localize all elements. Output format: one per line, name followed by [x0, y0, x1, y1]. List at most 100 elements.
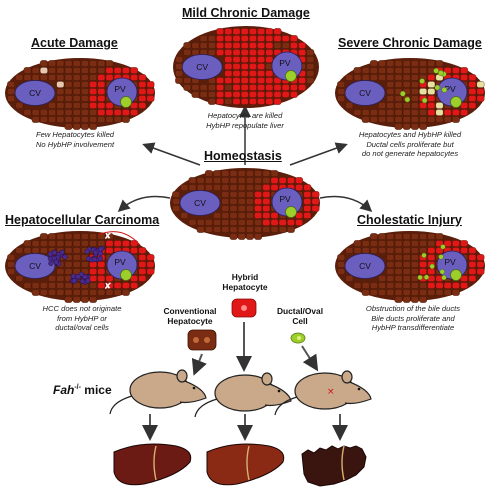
central-vein-label: CV	[29, 261, 41, 271]
hepatocyte	[64, 109, 73, 116]
hepatocyte	[205, 219, 213, 226]
ductal-cell	[439, 269, 445, 275]
hepatocyte	[306, 63, 315, 70]
hepatocyte	[427, 116, 436, 123]
hepatocyte	[213, 184, 221, 191]
hepatocyte	[402, 275, 411, 282]
hepatocyte	[48, 60, 56, 67]
hepatocyte	[240, 56, 249, 63]
hepatocyte	[48, 74, 56, 81]
hepatocyte	[273, 84, 282, 91]
hepatocyte	[427, 95, 436, 102]
blocked-mark: ✘	[104, 282, 112, 292]
hepatocyte	[64, 81, 73, 88]
hepatocyte	[232, 28, 241, 35]
hepatocyte	[105, 74, 114, 81]
hepatocyte	[208, 98, 216, 105]
hepatocyte	[452, 67, 460, 74]
hepatocyte	[191, 42, 200, 49]
hcc-cell	[82, 274, 88, 280]
hepatocyte	[468, 95, 477, 102]
hepatocyte	[72, 289, 81, 296]
hepatocyte	[31, 116, 40, 123]
hepatocyte	[443, 282, 452, 289]
hepatocyte	[199, 42, 208, 49]
caption-line: Ductal cells proliferate but	[366, 139, 454, 149]
hepatocyte	[246, 226, 254, 233]
caption-line: ductal/oval cells	[55, 323, 109, 333]
hepatocyte	[361, 116, 370, 123]
hepatocyte	[89, 275, 97, 282]
hepatocyte	[290, 91, 298, 98]
hepatocyte	[213, 177, 221, 184]
hepatocyte	[295, 219, 303, 226]
hepatocyte	[278, 177, 287, 184]
hepatocyte	[411, 95, 419, 102]
hepatocyte	[97, 67, 106, 74]
hepatocyte	[411, 275, 419, 282]
hepatocyte	[232, 42, 241, 49]
hepatocyte	[443, 289, 452, 296]
hepatocyte	[254, 226, 262, 233]
hepatocyte	[345, 247, 354, 254]
central-vein-label: CV	[196, 62, 208, 72]
hepatocyte	[64, 261, 73, 268]
hepatocyte	[232, 77, 241, 84]
liver-row	[113, 443, 367, 487]
portal-vein-label: PV	[279, 194, 291, 204]
label-line: Ductal/Oval	[276, 306, 324, 316]
hepatocyte	[270, 170, 279, 177]
hepatocyte	[175, 77, 183, 84]
hepatocyte	[81, 60, 89, 67]
hepatocyte	[353, 282, 362, 289]
hepatocyte	[394, 60, 403, 67]
hepatocyte	[402, 116, 411, 123]
hepatocyte	[183, 77, 192, 84]
hepatocyte	[249, 35, 257, 42]
hepatocyte	[64, 116, 73, 123]
hepatocyte	[56, 289, 65, 296]
hepatocyte	[257, 35, 265, 42]
hepatocyte	[378, 102, 386, 109]
hepatocyte	[64, 296, 73, 303]
hepatocyte	[113, 116, 122, 123]
hepatocyte	[224, 28, 233, 35]
hepatocyte	[208, 49, 216, 56]
hepatocyte	[270, 184, 279, 191]
hepatocyte	[48, 67, 56, 74]
hepatocyte	[273, 28, 282, 35]
hepatocyte	[394, 67, 403, 74]
hepatocyte	[216, 77, 224, 84]
hepatocyte	[224, 91, 233, 98]
hepatocyte	[419, 60, 427, 67]
hepatocyte	[386, 254, 395, 261]
central-vein-icon	[344, 80, 386, 106]
hepatocyte	[411, 268, 419, 275]
hepatocyte	[273, 91, 282, 98]
central-vein-label: CV	[359, 88, 371, 98]
hepatocyte	[229, 184, 238, 191]
hepatocyte	[113, 240, 122, 247]
hepatocyte	[378, 109, 386, 116]
hepatocyte	[468, 81, 477, 88]
hepatocyte	[224, 70, 233, 77]
hcc-cell	[70, 273, 76, 279]
hepatocyte	[378, 116, 386, 123]
hepatocyte	[72, 233, 81, 240]
ductal-cell	[437, 70, 444, 76]
mouse-to-liver-arrows	[142, 414, 348, 441]
hepatocyte	[443, 109, 452, 116]
mouse-icon	[109, 369, 207, 415]
hepatocyte	[452, 240, 460, 247]
hepatocyte	[199, 91, 208, 98]
hepatocyte	[394, 109, 403, 116]
hepatocyte	[138, 254, 147, 261]
hepatocyte	[105, 67, 114, 74]
central-vein-icon	[14, 253, 56, 279]
hepatocyte	[224, 98, 233, 105]
hepatocyte	[386, 116, 395, 123]
hepatocyte	[240, 28, 249, 35]
hepatocyte	[64, 95, 73, 102]
hepatocyte	[386, 67, 395, 74]
conventional-hepatocyte-label: Conventional Hepatocyte	[150, 306, 230, 326]
